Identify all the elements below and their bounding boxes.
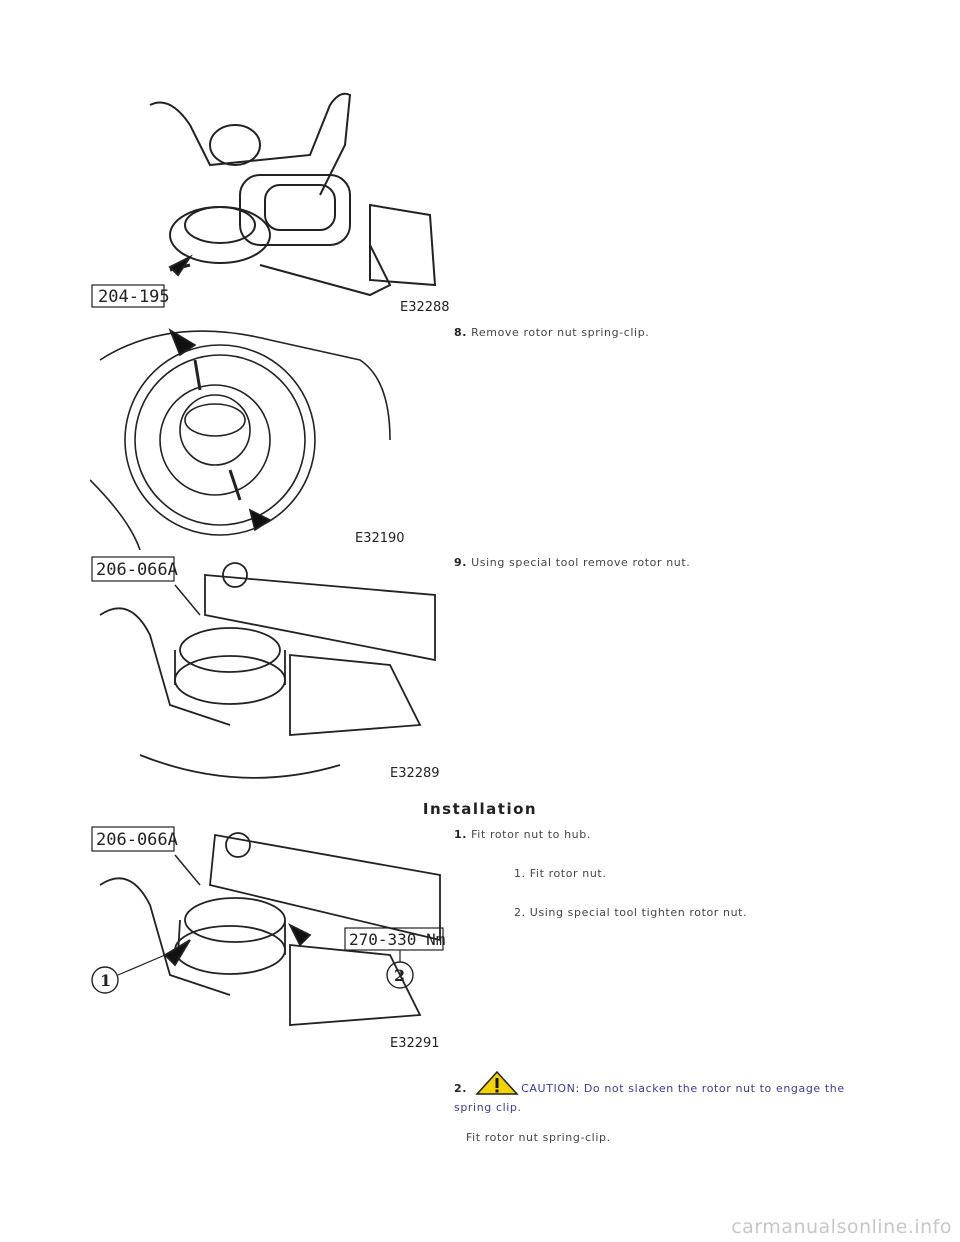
figure-id: E32289: [390, 766, 440, 781]
figure-e32291: 206-066A 270-330 Nm 1 2 E32291: [90, 825, 450, 1055]
installation-substep-2: 2. Using special tool tighten rotor nut.: [514, 906, 748, 919]
callout-2: 2: [394, 966, 405, 985]
installation-substep-1: 1. Fit rotor nut.: [514, 867, 607, 880]
figure-id: E32291: [390, 1036, 440, 1051]
figure-e32190: E32190: [90, 320, 410, 550]
figure-e32289: 206-066A E32289: [90, 555, 440, 785]
installation-step-2-text: Fit rotor nut spring-clip.: [466, 1131, 611, 1144]
watermark: carmanualsonline.info: [731, 1216, 952, 1238]
figure-tool-label: 206-066A: [96, 830, 178, 850]
step-number: 2.: [454, 1082, 468, 1095]
section-title-installation: Installation: [422, 800, 538, 818]
installation-step-1: 1. Fit rotor nut to hub.: [454, 828, 591, 841]
removal-step-8: 8. Remove rotor nut spring-clip.: [454, 326, 649, 339]
figure-id: E32288: [400, 300, 450, 315]
removal-step-9: 9. Using special tool remove rotor nut.: [454, 556, 690, 569]
figure-torque-label: 270-330 Nm: [349, 930, 445, 949]
installation-step-2-caution: 2. CAUTION: Do not slacken the rotor nut…: [454, 1070, 874, 1115]
caution-text: CAUTION: Do not slacken the rotor nut to…: [454, 1082, 845, 1114]
figure-e32288: 204-195 E32288: [90, 85, 450, 315]
figure-tool-label: 204-195: [98, 287, 170, 307]
step-text: Fit rotor nut to hub.: [471, 828, 591, 841]
step-text: Using special tool remove rotor nut.: [471, 556, 691, 569]
step-text: Remove rotor nut spring-clip.: [471, 326, 650, 339]
step-number: 1.: [454, 828, 468, 841]
callout-1: 1: [100, 971, 111, 990]
step-number: 9.: [454, 556, 468, 569]
warning-triangle-icon: [475, 1070, 519, 1100]
step-number: 8.: [454, 326, 468, 339]
figure-tool-label: 206-066A: [96, 560, 178, 580]
figure-id: E32190: [355, 531, 405, 546]
